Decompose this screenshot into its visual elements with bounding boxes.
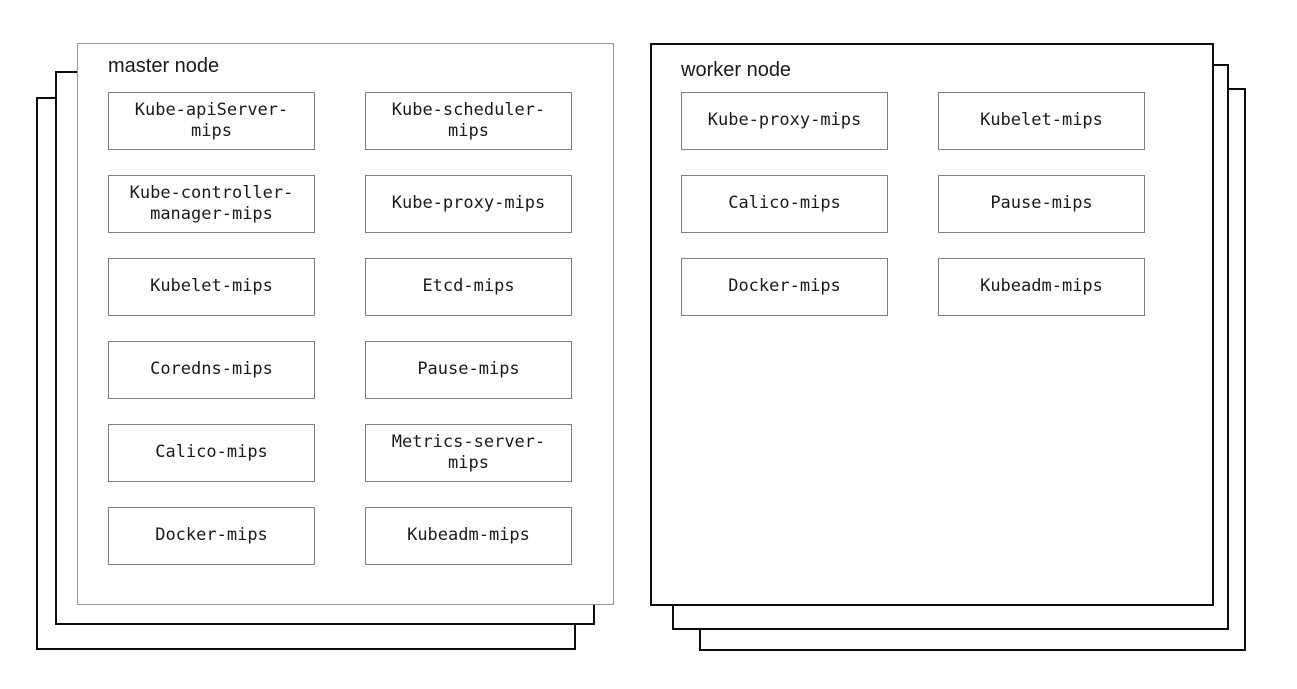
component-box: Calico-mips — [681, 175, 888, 233]
component-box: Calico-mips — [108, 424, 315, 482]
component-box: Kubeadm-mips — [938, 258, 1145, 316]
component-box: Kube-apiServer-mips — [108, 92, 315, 150]
component-box: Kubeadm-mips — [365, 507, 572, 565]
worker-node-title: worker node — [681, 59, 792, 81]
master-node-title: master node — [108, 55, 220, 77]
component-box: Kubelet-mips — [108, 258, 315, 316]
master-node-card: master node Kube-apiServer-mips Kube-sche… — [77, 43, 614, 605]
component-box: Kube-scheduler-mips — [365, 92, 572, 150]
component-box: Docker-mips — [108, 507, 315, 565]
component-box: Kube-proxy-mips — [681, 92, 888, 150]
component-box: Pause-mips — [938, 175, 1145, 233]
component-box: Pause-mips — [365, 341, 572, 399]
component-box: Coredns-mips — [108, 341, 315, 399]
component-box: Metrics-server-mips — [365, 424, 572, 482]
component-box: Kube-controller-manager-mips — [108, 175, 315, 233]
component-box: Docker-mips — [681, 258, 888, 316]
component-box: Kubelet-mips — [938, 92, 1145, 150]
component-box: Kube-proxy-mips — [365, 175, 572, 233]
component-box: Etcd-mips — [365, 258, 572, 316]
